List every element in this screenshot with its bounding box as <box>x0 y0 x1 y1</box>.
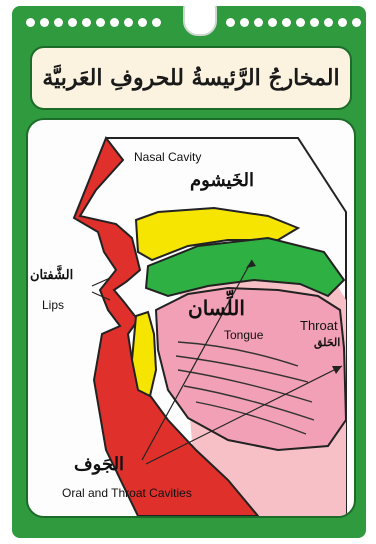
binding-hole <box>324 18 333 27</box>
binding-hole <box>138 18 147 27</box>
binding-hole <box>110 18 119 27</box>
binding-hole <box>254 18 263 27</box>
diagram-panel: Nasal Cavity الخَيشوم الشَّفتان Lips الل… <box>26 118 356 518</box>
nasal-cavity-label: Nasal Cavity <box>134 150 201 164</box>
title-banner: المخارجُ الرَّئيسةُ للحروفِ العَربيَّة <box>30 46 352 110</box>
binding-hole <box>296 18 305 27</box>
oral-cavity-arabic-label: الجَوف <box>74 454 124 475</box>
lips-arabic-label: الشَّفتان <box>30 268 73 283</box>
binder-ring <box>183 6 217 36</box>
nasal-cavity-arabic-label: الخَيشوم <box>190 170 254 191</box>
binding-hole <box>282 18 291 27</box>
binding-hole <box>54 18 63 27</box>
binding-hole <box>240 18 249 27</box>
binding-hole <box>338 18 347 27</box>
card-title: المخارجُ الرَّئيسةُ للحروفِ العَربيَّة <box>42 65 339 91</box>
binding-hole <box>40 18 49 27</box>
binding-hole <box>68 18 77 27</box>
binding-hole <box>226 18 235 27</box>
binding-hole <box>352 18 361 27</box>
binding-hole <box>268 18 277 27</box>
flashcard: المخارجُ الرَّئيسةُ للحروفِ العَربيَّة <box>12 6 366 538</box>
binding-hole <box>310 18 319 27</box>
tongue-arabic-label: اللِّسان <box>188 296 245 320</box>
oral-cavity-label: Oral and Throat Cavities <box>62 486 192 500</box>
binding-hole <box>82 18 91 27</box>
lips-label: Lips <box>42 298 64 312</box>
binding-hole <box>26 18 35 27</box>
binding-hole <box>152 18 161 27</box>
throat-arabic-label: الحَلق <box>314 336 340 349</box>
tongue-label: Tongue <box>224 328 263 342</box>
binding-hole <box>96 18 105 27</box>
throat-label: Throat <box>300 318 338 333</box>
binding-hole <box>124 18 133 27</box>
